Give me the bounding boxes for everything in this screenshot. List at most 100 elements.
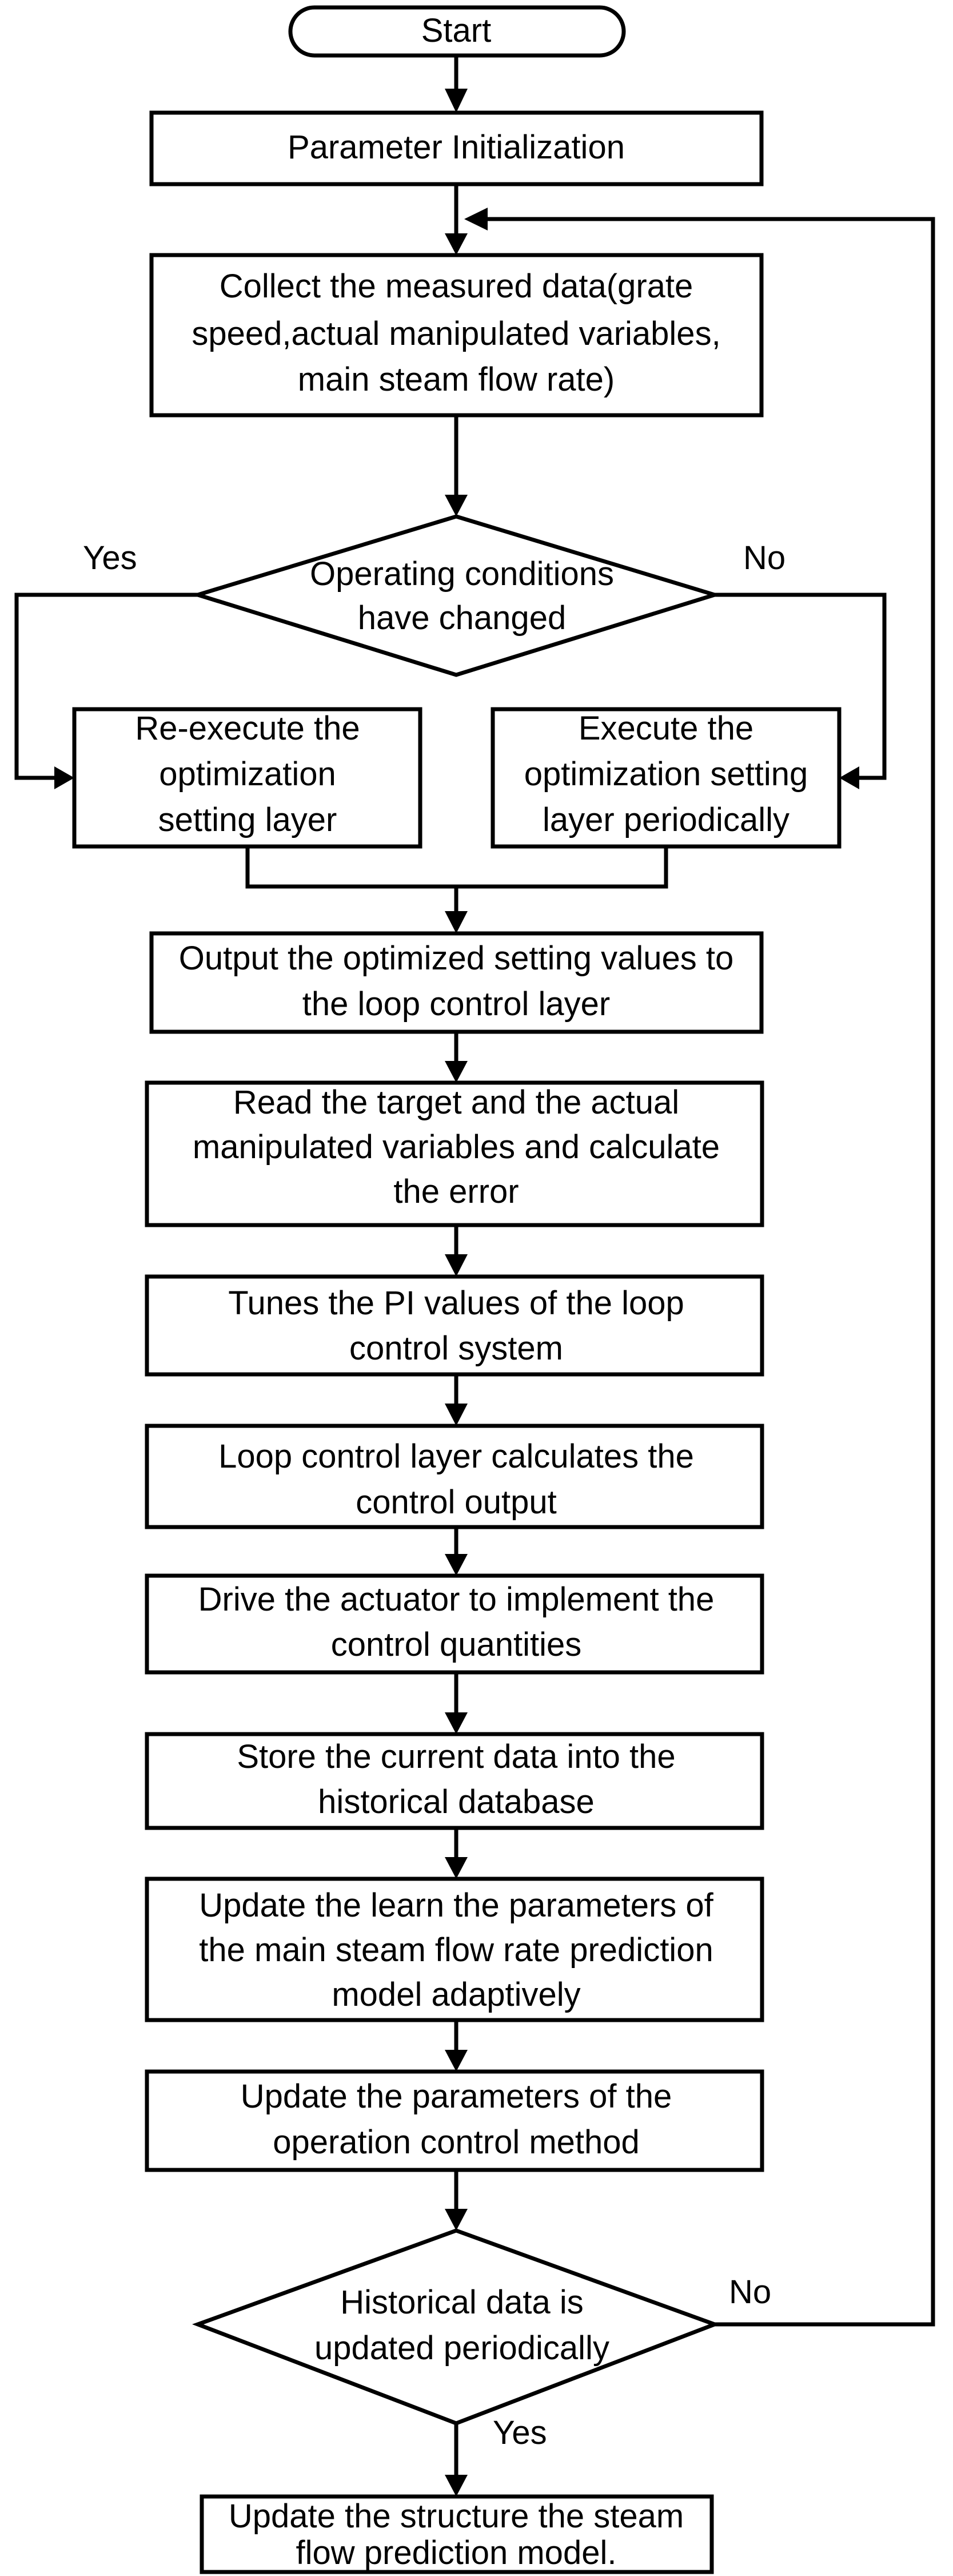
execute-periodic-line-2: optimization setting xyxy=(524,756,808,793)
collect-data-box: Collect the measured data(grate speed,ac… xyxy=(149,253,764,418)
decision1-no-label: No xyxy=(743,539,785,577)
tunes-pi-box: Tunes the PI values of the loop control … xyxy=(145,1274,764,1377)
store-line-2: historical database xyxy=(318,1783,595,1820)
svg-text:have changed: have changed xyxy=(358,599,566,637)
svg-text:Parameter Initialization: Parameter Initialization xyxy=(288,129,625,166)
arrowhead-update-learn xyxy=(445,1857,468,1879)
arrowhead-loopback xyxy=(464,208,488,230)
svg-text:Drive the actuator to implemen: Drive the actuator to implement the xyxy=(198,1581,715,1618)
start-label: Start xyxy=(421,12,492,49)
svg-text:the error: the error xyxy=(393,1173,519,1210)
svg-text:No: No xyxy=(729,2273,771,2311)
decision2-line-1: Historical data is xyxy=(340,2284,583,2321)
decision1-yes-label: Yes xyxy=(83,539,137,577)
decision-historical-data: Historical data is updated periodically xyxy=(192,2228,721,2426)
loop-control-box: Loop control layer calculates the contro… xyxy=(145,1424,764,1529)
reexecute-line-1: Re-execute the xyxy=(135,710,360,747)
tunes-line-2: control system xyxy=(349,1330,563,1367)
svg-text:optimization setting: optimization setting xyxy=(524,756,808,793)
svg-text:control output: control output xyxy=(356,1484,556,1521)
svg-text:Operating conditions: Operating conditions xyxy=(310,555,614,593)
svg-text:manipulated variables and calc: manipulated variables and calculate xyxy=(193,1128,720,1166)
execute-periodic-box: Execute the optimization setting layer p… xyxy=(491,707,842,849)
store-data-box: Store the current data into the historic… xyxy=(145,1732,764,1830)
svg-text:Store the current data into th: Store the current data into the xyxy=(237,1738,675,1775)
drive-line-1: Drive the actuator to implement the xyxy=(198,1581,715,1618)
svg-text:the loop control layer: the loop control layer xyxy=(302,985,610,1023)
drive-actuator-box: Drive the actuator to implement the cont… xyxy=(145,1573,764,1675)
reexecute-box: Re-execute the optimization setting laye… xyxy=(72,707,422,849)
update-params-line-1: Update the parameters of the xyxy=(241,2078,672,2115)
svg-text:Tunes the PI values of the loo: Tunes the PI values of the loop xyxy=(228,1285,684,1322)
svg-text:operation control method: operation control method xyxy=(273,2124,640,2161)
arrowhead-update-params xyxy=(445,2050,468,2072)
connector-merge xyxy=(245,846,668,889)
connector-loopback xyxy=(488,217,935,2327)
execute-periodic-line-3: layer periodically xyxy=(543,801,789,838)
svg-text:Output the optimized setting v: Output the optimized setting values to xyxy=(179,940,733,977)
arrowhead-tunes xyxy=(445,1254,468,1277)
output-line-1: Output the optimized setting values to xyxy=(179,940,733,977)
svg-text:Yes: Yes xyxy=(493,2414,547,2451)
update-structure-box: Update the structure the steam flow pred… xyxy=(200,2494,714,2574)
decision2-no-label: No xyxy=(729,2273,771,2311)
loop-line-2: control output xyxy=(356,1484,556,1521)
decision-operating-conditions: Operating conditions have changed xyxy=(191,514,721,677)
svg-text:Collect the measured data(grat: Collect the measured data(grate xyxy=(220,268,693,305)
arrowhead-decision1 xyxy=(445,495,468,516)
read-target-box: Read the target and the actual manipulat… xyxy=(145,1080,764,1227)
arrowhead-collect xyxy=(445,233,468,255)
decision1-line-2: have changed xyxy=(358,599,566,637)
update-learn-line-1: Update the learn the parameters of xyxy=(199,1887,713,1924)
svg-text:Update the parameters of the: Update the parameters of the xyxy=(241,2078,672,2115)
update-learn-box: Update the learn the parameters of the m… xyxy=(145,1877,764,2022)
svg-text:flow prediction model.: flow prediction model. xyxy=(296,2534,617,2571)
arrowhead-store xyxy=(445,1712,468,1734)
svg-text:Update the structure the steam: Update the structure the steam xyxy=(229,2498,684,2535)
loop-line-1: Loop control layer calculates the xyxy=(218,1438,694,1475)
read-line-3: the error xyxy=(393,1173,519,1210)
svg-text:model adaptively: model adaptively xyxy=(332,1976,580,2013)
svg-text:control system: control system xyxy=(349,1330,563,1367)
param-init-box: Parameter Initialization xyxy=(149,110,764,186)
svg-text:layer periodically: layer periodically xyxy=(543,801,789,838)
connector-no-branch xyxy=(715,593,887,780)
tunes-line-1: Tunes the PI values of the loop xyxy=(228,1285,684,1322)
svg-text:optimization: optimization xyxy=(159,756,336,793)
svg-text:setting layer: setting layer xyxy=(158,801,337,838)
output-values-box: Output the optimized setting values to t… xyxy=(149,931,764,1034)
arrowhead-read xyxy=(445,1061,468,1083)
svg-text:Re-execute the: Re-execute the xyxy=(135,710,360,747)
arrow-heads xyxy=(54,89,859,2497)
svg-text:main steam flow rate): main steam flow rate) xyxy=(298,361,615,398)
update-params-box: Update the parameters of the operation c… xyxy=(145,2069,764,2172)
svg-text:No: No xyxy=(743,539,785,577)
decision2-line-2: updated periodically xyxy=(314,2329,609,2367)
start-terminal: Start xyxy=(288,5,626,58)
collect-line-1: Collect the measured data(grate xyxy=(220,268,693,305)
structure-line-1: Update the structure the steam xyxy=(229,2498,684,2535)
svg-text:Historical data is: Historical data is xyxy=(340,2284,583,2321)
svg-text:control quantities: control quantities xyxy=(331,1626,581,1663)
svg-text:updated periodically: updated periodically xyxy=(314,2329,609,2367)
reexecute-line-3: setting layer xyxy=(158,801,337,838)
output-line-2: the loop control layer xyxy=(302,985,610,1023)
collect-line-3: main steam flow rate) xyxy=(298,361,615,398)
arrowhead-loop xyxy=(445,1404,468,1426)
svg-text:the main steam flow rate predi: the main steam flow rate prediction xyxy=(199,1931,713,1969)
reexecute-line-2: optimization xyxy=(159,756,336,793)
arrowhead-init xyxy=(445,89,468,113)
decision2-yes-label: Yes xyxy=(493,2414,547,2451)
read-line-2: manipulated variables and calculate xyxy=(193,1128,720,1166)
svg-text:Start: Start xyxy=(421,12,492,49)
arrowhead-structure xyxy=(445,2475,468,2497)
svg-text:Execute the: Execute the xyxy=(579,710,753,747)
arrowhead-decision2 xyxy=(445,2209,468,2231)
update-params-line-2: operation control method xyxy=(273,2124,640,2161)
svg-text:Read the target and the actual: Read the target and the actual xyxy=(233,1084,679,1121)
arrowhead-drive xyxy=(445,1554,468,1576)
store-line-1: Store the current data into the xyxy=(237,1738,675,1775)
arrowhead-output xyxy=(445,911,468,933)
svg-text:Loop control layer calculates: Loop control layer calculates the xyxy=(218,1438,694,1475)
